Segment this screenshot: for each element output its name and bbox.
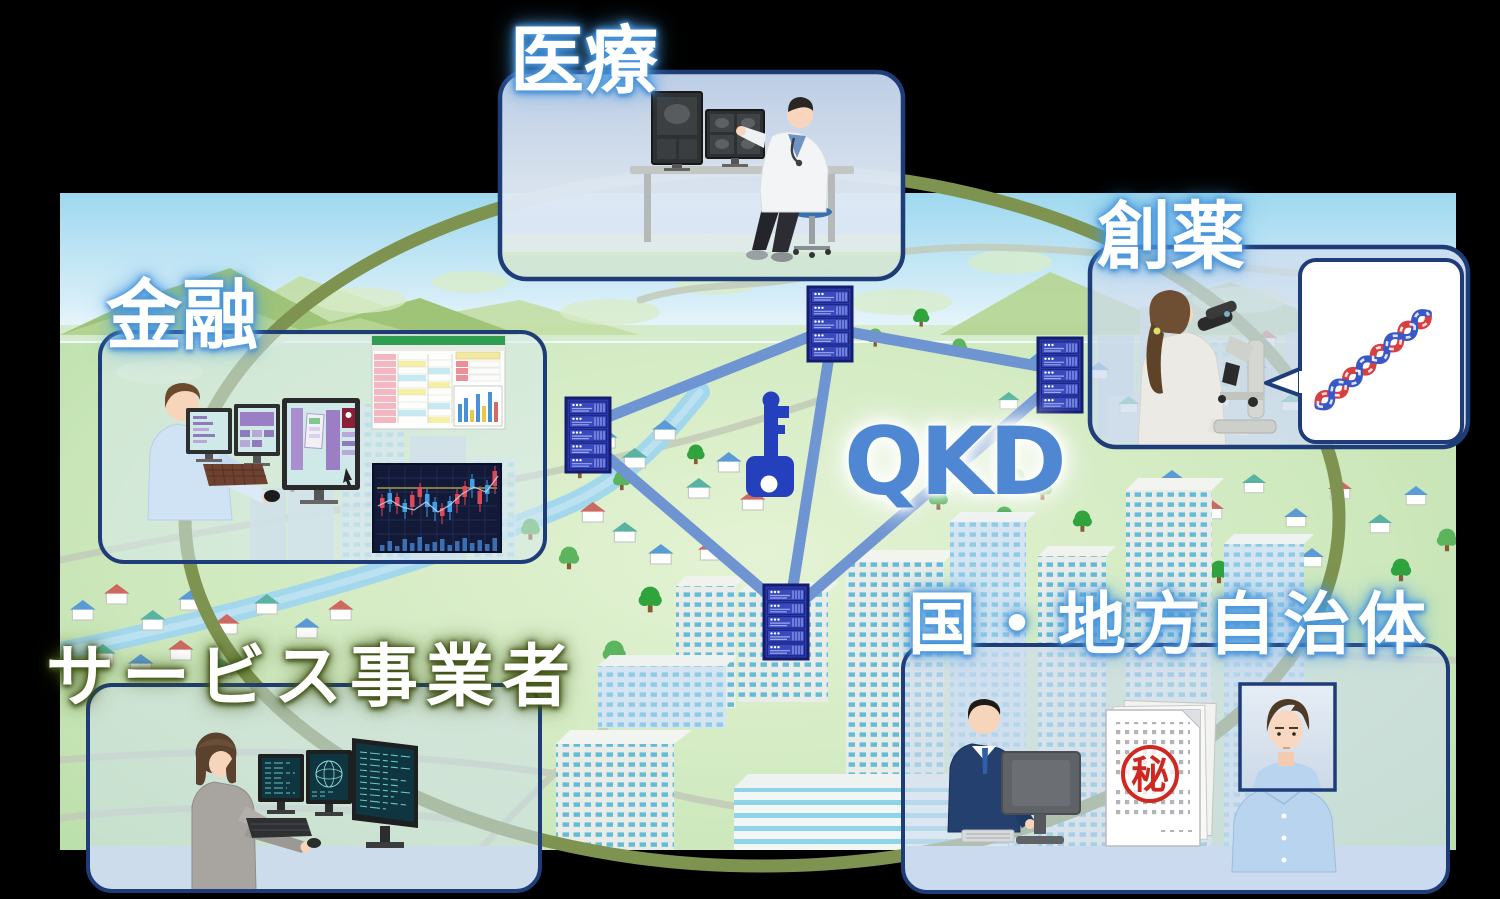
key-icon [746, 391, 794, 497]
id-photo [1231, 682, 1337, 873]
code-monitors [258, 738, 418, 848]
panel-finance-border [98, 330, 547, 564]
qkd-server-left [566, 398, 610, 472]
operator-figure [191, 732, 312, 891]
operator-keyboard-mouse [246, 818, 321, 848]
xray-monitor-quad [705, 109, 765, 167]
label-medical: 医療 [510, 18, 658, 104]
confidential-documents: 秘 [1105, 699, 1217, 847]
spreadsheet-graphic [371, 335, 506, 430]
panel-medical [497, 69, 906, 282]
label-drug-discovery: 創薬 [1097, 194, 1245, 280]
link-top-bottom [782, 344, 836, 624]
panel-medical-border [497, 69, 906, 282]
qkd-server-right [1038, 338, 1082, 412]
qkd-server-bottom [764, 585, 808, 659]
microscope [1197, 300, 1277, 434]
candlestick-chart [372, 463, 502, 553]
panel-service-provider [86, 683, 542, 893]
link-right-bottom [784, 374, 1064, 618]
link-left-bottom [582, 434, 792, 616]
panel-finance [98, 330, 547, 564]
link-top-right [832, 324, 1066, 376]
xray-monitor-large [651, 91, 703, 171]
official-monitor [961, 751, 1081, 844]
label-government: 国・地方自治体 [908, 586, 1434, 665]
network-links [582, 324, 1066, 624]
doctor-figure [736, 97, 832, 262]
panel-service-border [86, 683, 542, 893]
label-finance: 金融 [106, 271, 258, 360]
panel-drug-discovery [1087, 244, 1471, 450]
dna-speech-bubble [1264, 258, 1464, 444]
qkd-server-top [808, 287, 852, 361]
confidential-stamp [1121, 745, 1179, 803]
panel-government-border [901, 643, 1450, 894]
label-service-provider: サービス事業者 [46, 638, 579, 717]
label-qkd: QKD [844, 408, 1067, 517]
link-top-left [582, 324, 832, 431]
trading-monitors [186, 398, 360, 504]
confidential-stamp-text: 秘 [1131, 753, 1169, 797]
panel-drug-border [1087, 244, 1471, 450]
dna-helix-icon [1314, 309, 1432, 411]
panel-government: 秘 [901, 643, 1450, 894]
researcher-figure [1137, 290, 1250, 447]
trading-keyboard-mouse [203, 463, 280, 502]
